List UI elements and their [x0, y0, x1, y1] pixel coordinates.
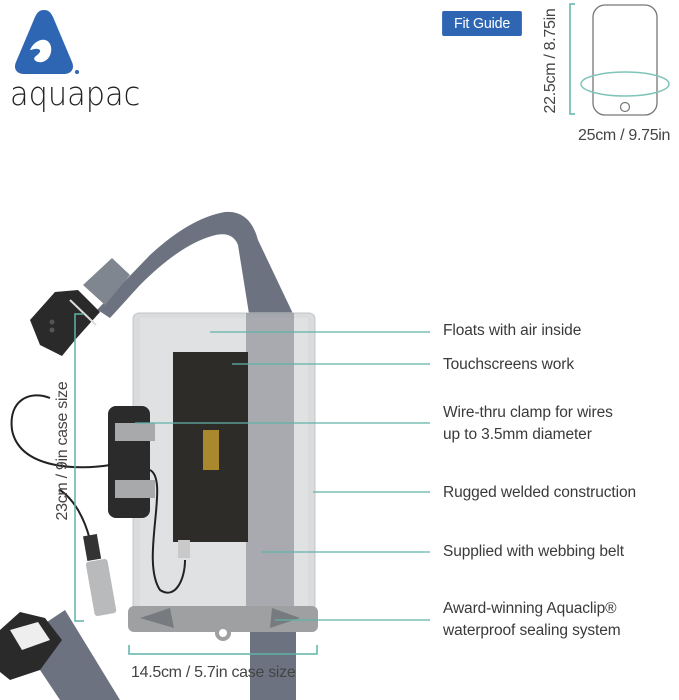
callout-wire-clamp: Wire-thru clamp for wires up to 3.5mm di…: [443, 404, 613, 443]
case-height-label: 23cm / 9in case size: [54, 381, 71, 521]
phone-width-label: 25cm / 9.75in: [578, 127, 671, 144]
phone-height-label: 22.5cm / 8.75in: [542, 8, 559, 114]
case-height-bracket: [74, 313, 84, 622]
phone-outline-icon: [569, 3, 670, 116]
brand-logo: [8, 6, 79, 76]
case-width-bracket: [128, 645, 318, 655]
callout-floats: Floats with air inside: [443, 322, 582, 339]
callout-touchscreens: Touchscreens work: [443, 356, 574, 373]
brand-wordmark: aquapac: [10, 74, 141, 113]
callout-webbing-belt: Supplied with webbing belt: [443, 543, 624, 560]
aquapac-a-logo-icon: [14, 10, 79, 74]
callout-rugged: Rugged welded construction: [443, 484, 636, 501]
case-width-label: 14.5cm / 5.7in case size: [131, 664, 296, 681]
callout-aquaclip: Award-winning Aquaclip® waterproof seali…: [443, 600, 621, 639]
waterproof-case: [10, 312, 318, 641]
fit-guide-button[interactable]: Fit Guide: [442, 11, 522, 36]
